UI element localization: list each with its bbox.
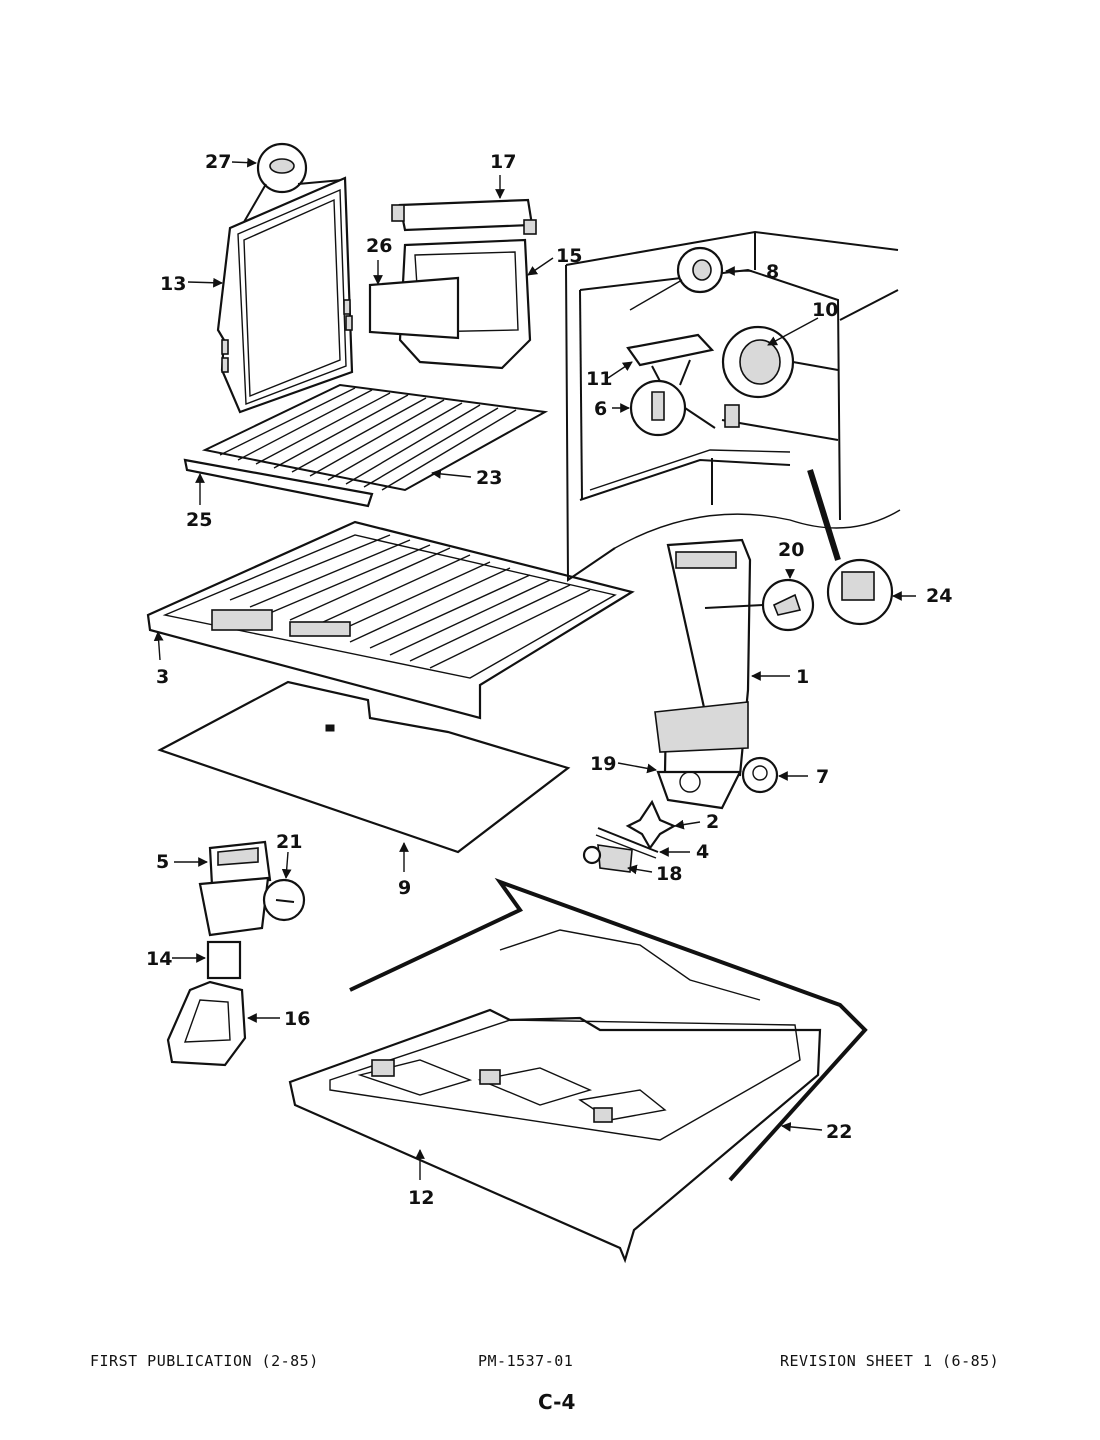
part-21-label [262,878,306,922]
callout-7: 7 [816,766,829,788]
callout-4: 4 [696,841,709,863]
page-number: C-4 [538,1390,576,1414]
part-19-fan-bracket [656,770,742,810]
callout-20: 20 [778,539,804,561]
part-4-motor-bracket [595,827,659,859]
part-number: PM-1537-01 [478,1352,574,1370]
callout-21: 21 [276,831,302,853]
callout-5: 5 [156,851,169,873]
callout-1: 1 [796,666,809,688]
part-7-grommet [741,756,779,794]
part-6-switch [629,379,716,437]
callout-3: 3 [156,666,169,688]
part-14-clip [206,940,242,980]
callout-labels: 27 17 26 15 13 8 10 11 6 23 25 20 24 3 1… [146,151,952,1209]
part-8-bulb-socket [629,246,724,311]
part-9-panel [157,680,571,854]
callout-15: 15 [556,245,582,267]
part-12-base-liner [288,929,822,1264]
part-2-fan-blade [625,799,677,851]
callout-13: 13 [160,273,186,295]
callout-22: 22 [826,1121,852,1143]
callout-23: 23 [476,467,502,489]
part-22-gasket [349,877,868,1182]
part-24-damper-control [807,469,894,626]
callout-27: 27 [205,151,231,173]
callout-26: 26 [366,235,392,257]
callout-2: 2 [706,811,719,833]
part-1-evaporator-cover [654,538,752,777]
part-16-ice-bucket [166,980,247,1067]
callout-12: 12 [408,1187,434,1209]
part-11-bracket [626,333,715,386]
callout-17: 17 [490,151,516,173]
callout-18: 18 [656,863,682,885]
part-17-tube [391,198,537,235]
part-27-cap [243,142,343,223]
callout-25: 25 [186,509,212,531]
part-18-fan-motor [582,844,633,873]
callout-9: 9 [398,877,411,899]
cabinet-freezer-compartment [565,230,901,582]
revision-sheet: REVISION SHEET 1 (6-85) [780,1352,1000,1370]
callout-14: 14 [146,948,172,970]
part-20-screw [704,578,815,632]
callout-11: 11 [586,368,612,390]
part-13-door-frame [216,176,354,414]
callout-6: 6 [594,398,607,420]
callout-10: 10 [812,299,838,321]
part-23-wire-shelf [201,383,549,492]
leader-lines [153,157,916,1180]
part-5-ice-bucket-top [198,840,272,937]
callout-24: 24 [926,585,952,607]
callout-16: 16 [284,1008,310,1030]
part-26-cover [368,276,460,340]
part-25-shelf-rail [183,458,374,508]
callout-8: 8 [766,261,779,283]
callout-19: 19 [590,753,616,775]
first-publication: FIRST PUBLICATION (2-85) [90,1352,319,1370]
part-3-freezer-floor [146,520,635,720]
